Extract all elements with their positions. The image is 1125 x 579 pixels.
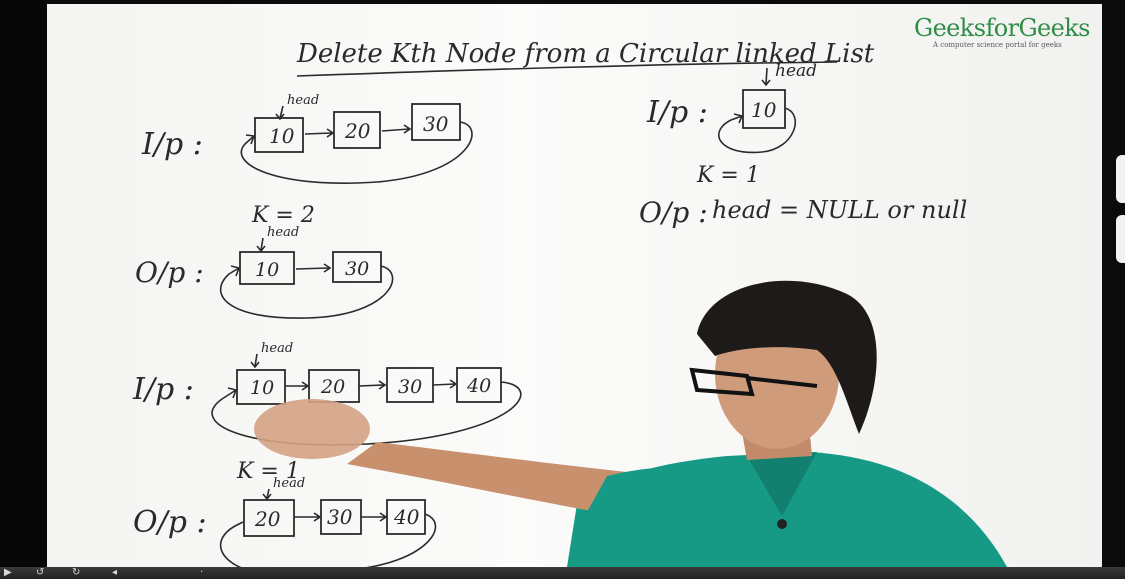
ex1-out-head-label: head <box>267 225 299 240</box>
ex1-output-value: 30 <box>345 258 369 280</box>
ex2-head-label: head <box>261 341 293 356</box>
presenter-hand <box>254 399 370 459</box>
whiteboard-drawing: Delete Kth Node from a Circular linked L… <box>132 39 967 567</box>
ex2-out-circular-link <box>219 513 437 567</box>
ex2-input-label: I/p : <box>132 372 194 407</box>
presenter-hair <box>697 280 877 434</box>
settings-icon[interactable]: · <box>200 567 204 578</box>
ex2-k: K = 1 <box>236 459 300 484</box>
ex2-out-head-label: head <box>273 476 305 491</box>
left-letterbox <box>0 0 47 579</box>
geeksforgeeks-logo: GeeksforGeeks <box>914 14 1090 42</box>
ex3-input-value: 10 <box>751 98 777 122</box>
player-control-bar[interactable] <box>0 567 1125 579</box>
link-arrow <box>381 124 412 134</box>
ex3-output-text: head = NULL or null <box>712 196 967 224</box>
link-arrow <box>285 381 310 391</box>
whiteboard: Delete Kth Node from a Circular linked L… <box>47 4 1102 567</box>
ex2-input-value: 20 <box>320 376 345 398</box>
lapel-mic <box>777 519 787 529</box>
forward-icon[interactable]: ↻ <box>72 567 81 578</box>
ex2-input-node <box>456 367 502 403</box>
link-arrow <box>304 128 335 138</box>
ex1-head-label: head <box>287 93 319 108</box>
presenter-glasses-arm <box>746 376 818 388</box>
link-arrow <box>294 512 322 522</box>
ex3-circular-link <box>718 107 796 154</box>
ex2-output-value: 40 <box>393 505 420 529</box>
link-arrow <box>295 263 332 273</box>
ex2-input-node <box>236 369 286 405</box>
ex1-output-label: O/p : <box>135 256 204 289</box>
ex1-input-value: 10 <box>269 124 295 148</box>
ex1-input-label: I/p : <box>141 127 203 162</box>
logo-tagline: A computer science portal for geeks <box>933 41 1062 49</box>
ex3-output-label: O/p : <box>639 196 708 229</box>
ex2-output-node <box>243 499 295 537</box>
volume-icon[interactable]: ◂ <box>112 567 118 578</box>
ex1-circular-link <box>240 121 473 184</box>
link-arrow <box>361 512 388 522</box>
presenter-collar <box>747 452 817 516</box>
ex2-input-value: 10 <box>250 377 274 399</box>
ex2-output-label: O/p : <box>133 505 207 540</box>
side-tab[interactable] <box>1116 155 1125 203</box>
presenter-arm <box>347 442 647 519</box>
board-title: Delete Kth Node from a Circular linked L… <box>296 39 875 69</box>
ex2-output-node <box>386 499 426 535</box>
ex1-k: K = 2 <box>251 203 315 228</box>
presenter-sleeve <box>587 467 727 544</box>
ex1-out-circular-link <box>219 265 394 319</box>
presenter-glasses <box>689 367 755 397</box>
ex2-output-value: 30 <box>327 505 353 529</box>
ex2-input-value: 40 <box>466 375 491 397</box>
right-letterbox <box>1102 0 1125 579</box>
ex3-head-label: head <box>775 61 817 81</box>
presenter <box>254 280 1007 567</box>
ex2-head-arrow <box>250 353 260 369</box>
side-tab[interactable] <box>1116 215 1125 263</box>
ex2-input-value: 30 <box>398 376 422 398</box>
rewind-icon[interactable]: ↺ <box>36 567 45 578</box>
ex1-out-head-arrow <box>256 237 266 253</box>
ex3-k: K = 1 <box>696 163 760 188</box>
ex2-circular-link <box>211 381 522 446</box>
play-icon[interactable]: ▶ <box>4 567 12 578</box>
ex3-head-arrow <box>761 67 771 87</box>
ex1-input-value: 30 <box>423 112 449 136</box>
ex1-output-node <box>332 251 382 283</box>
link-arrow <box>358 380 387 390</box>
ex1-output-node <box>239 251 295 285</box>
title-underline <box>296 61 838 77</box>
ex1-input-node <box>254 117 304 153</box>
ex1-output-value: 10 <box>255 259 279 281</box>
ex1-input-node <box>333 111 381 149</box>
ex3-input-node <box>742 89 786 129</box>
link-arrow <box>432 379 458 389</box>
ex2-output-value: 20 <box>254 507 281 531</box>
ex1-head-arrow <box>275 105 285 121</box>
ex3-input-label: I/p : <box>646 95 708 130</box>
ex1-input-value: 20 <box>344 119 371 143</box>
ex2-out-head-arrow <box>262 488 272 501</box>
